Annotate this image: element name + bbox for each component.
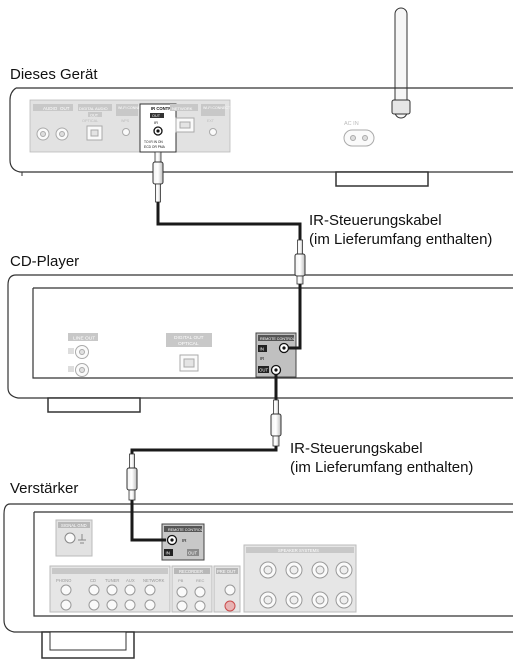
- cable1-label-line1: IR-Steuerungskabel: [309, 212, 442, 229]
- svg-text:REMOTE CONTROL: REMOTE CONTROL: [260, 337, 295, 341]
- cd-player-title: CD-Player: [10, 253, 80, 270]
- amplifier-title: Verstärker: [10, 480, 79, 497]
- antenna: [391, 7, 411, 119]
- svg-text:IR: IR: [154, 120, 158, 125]
- svg-text:PB: PB: [178, 578, 184, 583]
- svg-text:OPTICAL: OPTICAL: [82, 119, 98, 123]
- cable2-label-line2: (im Lieferumfang enthalten): [290, 459, 474, 476]
- cd-remote-control: REMOTE CONTROL IN IR OUT: [255, 332, 297, 378]
- device-wifi-ext: Wi-Fi CONNECT EXT: [201, 104, 231, 136]
- amp-remote-control: REMOTE CONTROL IR IN OUT: [161, 523, 205, 561]
- svg-text:OUT: OUT: [152, 114, 161, 118]
- svg-text:REC: REC: [196, 578, 205, 583]
- svg-text:OUT: OUT: [90, 114, 99, 118]
- device-unit: AUDIO OUT DIGITAL AUDIO OUT OPTICAL Wi-F…: [9, 7, 513, 187]
- amp-speaker-systems: SPEAKER SYSTEMS: [243, 544, 357, 613]
- amp-input-jacks: PHONO CD TUNER AUX NETWORK: [49, 565, 171, 613]
- svg-text:PRE OUT: PRE OUT: [217, 569, 236, 574]
- svg-text:LINE OUT: LINE OUT: [73, 336, 95, 342]
- svg-text:RECORDER: RECORDER: [179, 569, 203, 574]
- device-network: NETWORK: [170, 104, 198, 133]
- amplifier-unit: SIGNAL GND REMOTE CONTROL IR IN OUT PHON…: [3, 503, 513, 659]
- amp-recorder: RECORDER PB REC: [171, 565, 213, 613]
- cd-line-out: LINE OUT: [68, 333, 98, 377]
- svg-text:IR: IR: [182, 538, 187, 543]
- cable1-label-line2: (im Lieferumfang enthalten): [309, 231, 493, 248]
- cd-digital-out: DIGITAL OUT OPTICAL: [166, 333, 212, 372]
- device-title: Dieses Gerät: [10, 66, 98, 83]
- svg-text:TUNER: TUNER: [105, 578, 119, 583]
- amp-pre-out: PRE OUT: [213, 565, 241, 613]
- svg-text:DIGITAL OUT: DIGITAL OUT: [174, 335, 204, 341]
- svg-text:WPS: WPS: [121, 119, 130, 123]
- cd-player-unit: LINE OUT DIGITAL OUT OPTICAL REMOTE CONT…: [7, 274, 513, 413]
- svg-text:DIGITAL AUDIO: DIGITAL AUDIO: [79, 106, 108, 111]
- device-ir-control-out: IR CONTROL OUT IR TO IR IN ON ECD OR PMA: [139, 103, 177, 153]
- svg-text:IR CONTROL: IR CONTROL: [151, 106, 177, 111]
- svg-text:EXT: EXT: [207, 119, 215, 123]
- svg-text:OUT: OUT: [259, 368, 268, 373]
- svg-text:IN: IN: [166, 551, 171, 556]
- device-audio-label: AUDIO: [43, 106, 58, 111]
- svg-text:NETWORK: NETWORK: [143, 578, 165, 583]
- svg-text:CD: CD: [90, 578, 96, 583]
- svg-text:ECD OR PMA: ECD OR PMA: [144, 145, 166, 149]
- svg-text:IR: IR: [260, 356, 264, 361]
- svg-text:OUT: OUT: [60, 106, 70, 111]
- device-audio-out: AUDIO OUT: [33, 104, 73, 141]
- svg-text:SPEAKER SYSTEMS: SPEAKER SYSTEMS: [278, 548, 319, 553]
- svg-text:AC IN: AC IN: [344, 121, 359, 127]
- svg-text:TO IR IN ON: TO IR IN ON: [144, 140, 163, 144]
- ir-cable-1: [152, 151, 306, 350]
- svg-text:SIGNAL GND: SIGNAL GND: [61, 523, 87, 528]
- amp-signal-gnd: SIGNAL GND: [55, 519, 93, 557]
- svg-text:AUX: AUX: [126, 578, 135, 583]
- svg-text:PHONO: PHONO: [56, 578, 72, 583]
- device-digital-out: DIGITAL AUDIO OUT OPTICAL: [78, 104, 112, 141]
- svg-text:NETWORK: NETWORK: [172, 106, 193, 111]
- cable2-label-line1: IR-Steuerungskabel: [290, 440, 423, 457]
- svg-text:Wi-Fi CONNECT: Wi-Fi CONNECT: [203, 106, 231, 110]
- svg-text:OUT: OUT: [188, 551, 197, 556]
- svg-text:REMOTE CONTROL: REMOTE CONTROL: [168, 528, 203, 532]
- svg-text:Wi-Fi CONNECT: Wi-Fi CONNECT: [118, 106, 146, 110]
- device-ac-in: AC IN: [343, 121, 375, 147]
- svg-text:OPTICAL: OPTICAL: [178, 341, 199, 347]
- ir-cable-2: [126, 374, 282, 542]
- device-wifi-connect: Wi-Fi CONNECT WPS: [116, 104, 146, 136]
- svg-text:IN: IN: [260, 347, 265, 352]
